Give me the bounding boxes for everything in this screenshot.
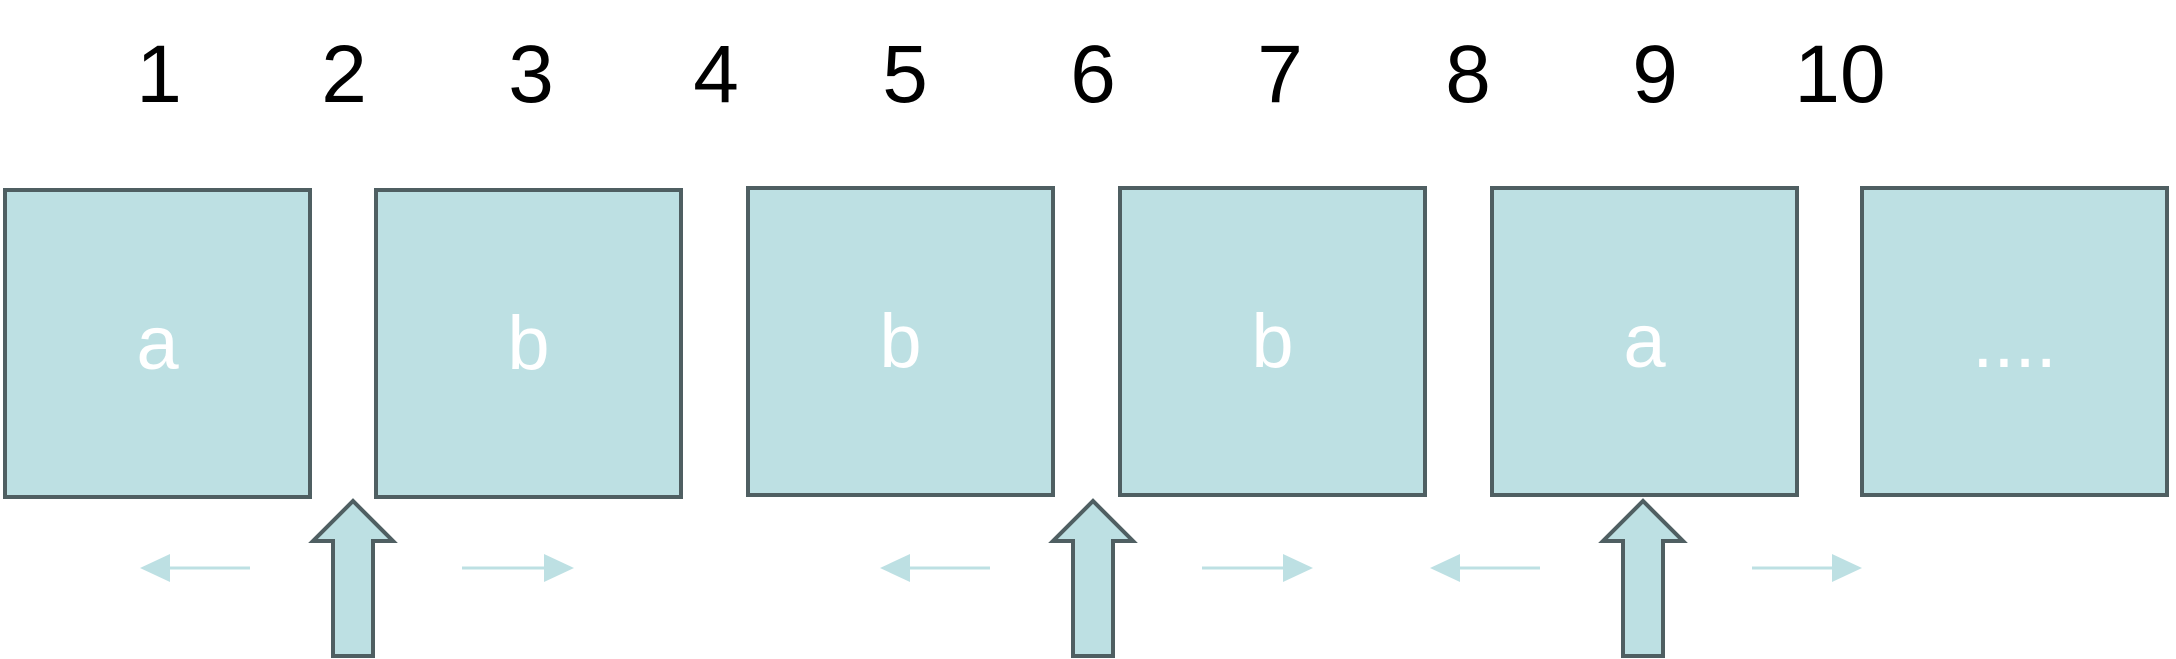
position-number-5: 5 — [882, 29, 928, 120]
left-arrow-icon — [1430, 554, 1540, 582]
cell-6: .... — [1860, 186, 2169, 497]
cell-label: a — [1623, 298, 1666, 384]
position-number-4: 4 — [693, 29, 739, 120]
position-number-8: 8 — [1445, 29, 1491, 120]
cell-3: b — [746, 186, 1055, 497]
left-arrow-icon — [140, 554, 250, 582]
cell-label: b — [1251, 298, 1294, 384]
position-number-6: 6 — [1070, 29, 1116, 120]
up-arrow-icon — [1598, 498, 1688, 658]
cell-label: b — [879, 298, 922, 384]
up-arrow-icon — [308, 498, 398, 658]
position-number-1: 1 — [136, 29, 182, 120]
cell-4: b — [1118, 186, 1427, 497]
right-arrow-icon — [462, 554, 574, 582]
position-number-7: 7 — [1257, 29, 1303, 120]
position-number-2: 2 — [321, 29, 367, 120]
up-arrow-icon — [1048, 498, 1138, 658]
right-arrow-icon — [1202, 554, 1313, 582]
cell-label: a — [136, 300, 179, 386]
position-number-10: 10 — [1794, 29, 1886, 120]
position-number-3: 3 — [508, 29, 554, 120]
left-arrow-icon — [880, 554, 990, 582]
cell-2: b — [374, 188, 683, 499]
position-number-9: 9 — [1632, 29, 1678, 120]
cell-1: a — [3, 188, 312, 499]
right-arrow-icon — [1752, 554, 1862, 582]
cell-5: a — [1490, 186, 1799, 497]
cell-label: b — [507, 300, 550, 386]
cell-label: .... — [1972, 298, 2057, 384]
